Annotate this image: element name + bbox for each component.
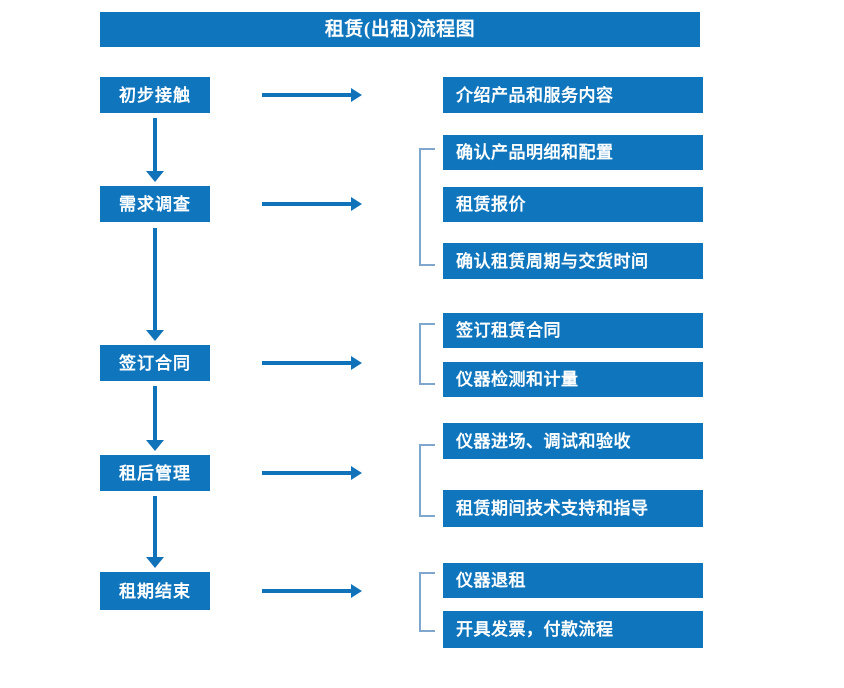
arrow-down-icon-3 — [146, 386, 164, 451]
stage-box-1[interactable]: 初步接触 — [100, 77, 210, 113]
bracket-icon-3 — [419, 323, 435, 385]
arrow-right-icon-2 — [262, 197, 362, 211]
bracket-icon-4 — [419, 444, 435, 517]
stage-box-2[interactable]: 需求调查 — [100, 186, 210, 222]
arrow-down-icon-2 — [146, 228, 164, 341]
detail-box-g3-1[interactable]: 签订租赁合同 — [443, 313, 703, 348]
detail-box-g2-2[interactable]: 租赁报价 — [443, 187, 703, 222]
detail-box-g4-2[interactable]: 租赁期间技术支持和指导 — [443, 490, 703, 527]
bracket-icon-2 — [419, 148, 435, 266]
detail-box-g4-1[interactable]: 仪器进场、调试和验收 — [443, 423, 703, 459]
arrow-right-icon-3 — [262, 356, 362, 370]
detail-box-g5-1[interactable]: 仪器退租 — [443, 563, 703, 598]
arrow-down-icon-4 — [146, 496, 164, 568]
arrow-right-icon-4 — [262, 466, 362, 480]
arrow-right-icon-5 — [262, 584, 362, 598]
chart-title-banner: 租赁(出租)流程图 — [100, 12, 700, 47]
detail-box-g2-3[interactable]: 确认租赁周期与交货时间 — [443, 243, 703, 279]
stage-box-4[interactable]: 租后管理 — [100, 455, 210, 491]
arrow-right-icon-1 — [262, 88, 362, 102]
detail-box-g5-2[interactable]: 开具发票，付款流程 — [443, 611, 703, 648]
detail-box-g1-1[interactable]: 介绍产品和服务内容 — [443, 77, 703, 113]
stage-box-5[interactable]: 租期结束 — [100, 572, 210, 610]
bracket-icon-5 — [419, 572, 435, 632]
stage-box-3[interactable]: 签订合同 — [100, 345, 210, 381]
arrow-down-icon-1 — [146, 118, 164, 182]
detail-box-g3-2[interactable]: 仪器检测和计量 — [443, 362, 703, 397]
detail-box-g2-1[interactable]: 确认产品明细和配置 — [443, 135, 703, 170]
